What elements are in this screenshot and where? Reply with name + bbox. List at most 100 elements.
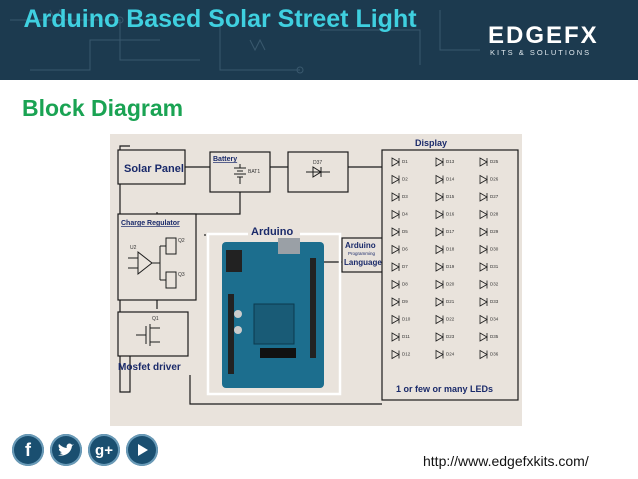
led-item: D26 xyxy=(479,174,499,185)
play-icon[interactable] xyxy=(126,434,158,466)
led-symbol-icon xyxy=(391,227,400,237)
website-url[interactable]: http://www.edgefxkits.com/ xyxy=(423,453,589,469)
led-label: D13 xyxy=(446,159,455,164)
diode-part: D37 xyxy=(313,160,322,166)
solar-panel-block xyxy=(117,149,186,185)
lang-line-3: Language xyxy=(344,258,382,267)
led-item: D22 xyxy=(435,314,455,325)
led-symbol-icon xyxy=(435,332,444,342)
led-symbol-icon xyxy=(479,349,488,360)
mosfet-icon xyxy=(136,324,160,346)
led-item: D35 xyxy=(479,332,499,342)
led-item: D33 xyxy=(479,297,499,307)
led-label: D36 xyxy=(490,352,499,357)
led-item: D8 xyxy=(391,279,408,290)
led-item: D9 xyxy=(391,297,408,307)
led-item: D11 xyxy=(391,332,410,342)
led-label: D30 xyxy=(490,247,499,252)
led-symbol-icon xyxy=(479,314,488,325)
solar-panel-label: Solar Panel xyxy=(124,163,184,175)
arduino-label-bg xyxy=(248,224,300,238)
led-item: D7 xyxy=(391,262,408,272)
led-symbol-icon xyxy=(435,209,444,220)
led-label: D16 xyxy=(446,212,455,217)
led-symbol-icon xyxy=(435,279,444,290)
led-item: D10 xyxy=(391,314,411,325)
led-item: D18 xyxy=(435,244,455,255)
led-label: D5 xyxy=(402,229,408,234)
led-label: D35 xyxy=(490,334,499,339)
led-label: D26 xyxy=(490,177,499,182)
led-label: D34 xyxy=(490,317,499,322)
led-item: D36 xyxy=(479,349,499,360)
led-symbol-icon xyxy=(479,157,488,167)
led-symbol-icon xyxy=(435,314,444,325)
led-label: D31 xyxy=(490,264,499,269)
google-plus-icon[interactable]: g+ xyxy=(88,434,120,466)
logo-tagline: KITS & SOLUTIONS xyxy=(490,48,592,57)
led-label: D20 xyxy=(446,282,455,287)
mosfet-driver-label: Mosfet driver xyxy=(118,362,181,373)
reg-part-q3: Q3 xyxy=(178,272,185,278)
diode-icon xyxy=(306,166,330,178)
led-symbol-icon xyxy=(435,349,444,360)
led-grid: D1D2D3D4D5D6D7D8D9D10D11D12D13D14D15D16D… xyxy=(391,157,499,360)
led-symbol-icon xyxy=(479,297,488,307)
led-symbol-icon xyxy=(391,279,400,290)
led-symbol-icon xyxy=(435,157,444,167)
facebook-icon[interactable]: f xyxy=(12,434,44,466)
led-label: D14 xyxy=(446,177,455,182)
led-item: D14 xyxy=(435,174,455,185)
led-item: D29 xyxy=(479,227,499,237)
led-symbol-icon xyxy=(391,314,400,325)
led-label: D8 xyxy=(402,282,408,287)
led-item: D30 xyxy=(479,244,499,255)
lang-line-2: Programming xyxy=(348,251,376,256)
led-label: D19 xyxy=(446,264,455,269)
led-item: D24 xyxy=(435,349,455,360)
led-symbol-icon xyxy=(479,192,488,202)
led-label: D33 xyxy=(490,299,499,304)
led-label: D3 xyxy=(402,194,408,199)
led-label: D10 xyxy=(402,317,411,322)
led-label: D21 xyxy=(446,299,455,304)
led-label: D17 xyxy=(446,229,455,234)
slide-title: Arduino Based Solar Street Light xyxy=(23,5,417,33)
display-block xyxy=(381,149,519,401)
led-label: D2 xyxy=(402,177,408,182)
reg-part-u2: U2 xyxy=(130,245,137,251)
led-item: D15 xyxy=(435,192,455,202)
battery-block xyxy=(209,151,271,193)
led-label: D24 xyxy=(446,352,455,357)
led-item: D12 xyxy=(391,349,411,360)
led-symbol-icon xyxy=(391,157,400,167)
led-label: D4 xyxy=(402,212,408,217)
led-symbol-icon xyxy=(479,332,488,342)
led-item: D23 xyxy=(435,332,455,342)
lang-line-1: Arduino xyxy=(345,241,376,250)
battery-label: Battery xyxy=(213,156,237,163)
led-item: D5 xyxy=(391,227,408,237)
header-banner: Arduino Based Solar Street Light EDGEFX … xyxy=(0,0,638,80)
battery-icon xyxy=(234,164,246,184)
led-symbol-icon xyxy=(479,227,488,237)
led-item: D19 xyxy=(435,262,455,272)
led-symbol-icon xyxy=(435,192,444,202)
led-label: D6 xyxy=(402,247,408,252)
led-symbol-icon xyxy=(391,174,400,185)
mosfet-block xyxy=(117,311,189,357)
led-label: D15 xyxy=(446,194,455,199)
led-symbol-icon xyxy=(435,244,444,255)
led-item: D16 xyxy=(435,209,455,220)
led-item: D2 xyxy=(391,174,408,185)
twitter-icon[interactable] xyxy=(50,434,82,466)
led-item: D1 xyxy=(391,157,408,167)
charge-regulator-block xyxy=(117,213,197,301)
arduino-label: Arduino xyxy=(251,226,293,238)
led-item: D17 xyxy=(435,227,455,237)
led-label: D29 xyxy=(490,229,499,234)
led-item: D34 xyxy=(479,314,499,325)
led-symbol-icon xyxy=(435,227,444,237)
battery-part: BAT1 xyxy=(248,169,260,175)
led-label: D11 xyxy=(402,334,410,339)
